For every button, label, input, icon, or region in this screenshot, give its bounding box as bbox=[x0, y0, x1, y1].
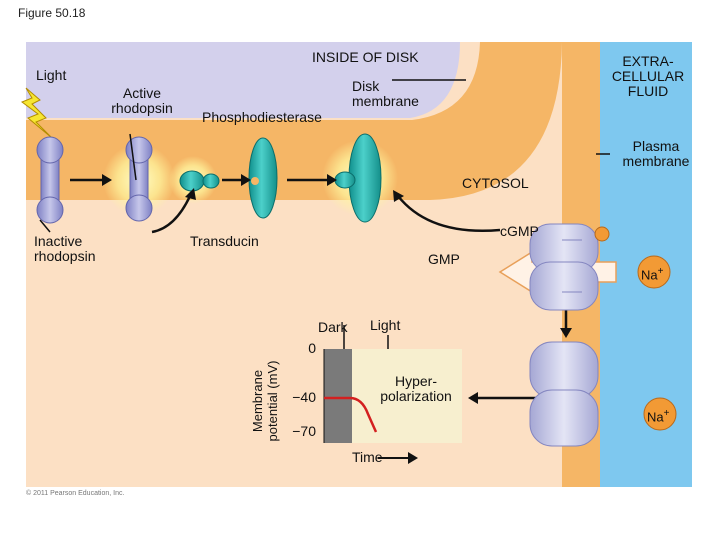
graph-tick-minus70: −70 bbox=[292, 423, 316, 439]
copyright-notice: © 2011 Pearson Education, Inc. bbox=[26, 490, 125, 497]
graph-dark-region bbox=[324, 349, 352, 443]
phosphodiesterase-label: Phosphodiesterase bbox=[202, 109, 322, 125]
graph-tick-minus40: −40 bbox=[292, 389, 316, 405]
na-badge-top bbox=[637, 255, 671, 289]
active-rhodopsin-label: Active rhodopsin bbox=[111, 85, 173, 116]
graph-xlabel: Time bbox=[352, 449, 383, 465]
membrane-trace-line bbox=[324, 396, 378, 433]
transducin-icon bbox=[179, 170, 220, 192]
graph-ylabel: Membrane potential (mV) bbox=[250, 360, 280, 442]
active-rhodopsin-icon bbox=[125, 136, 153, 222]
sodium-channel-open-icon bbox=[529, 223, 599, 311]
graph-dark-label: Dark bbox=[318, 319, 348, 335]
sodium-channel-closed-icon bbox=[529, 341, 599, 447]
light-label: Light bbox=[36, 67, 67, 83]
time-arrowhead bbox=[408, 452, 418, 464]
graph-tick-0: 0 bbox=[308, 340, 316, 356]
inactive-rhodopsin-icon bbox=[36, 136, 64, 224]
inactive-rhodopsin-label: Inactive rhodopsin bbox=[34, 233, 96, 264]
graph-light-region bbox=[352, 349, 462, 443]
figure-label: Figure 50.18 bbox=[18, 6, 86, 20]
na-top-symbol: Na bbox=[641, 267, 658, 283]
pointer-lines bbox=[39, 79, 610, 233]
disk-interior-region bbox=[26, 42, 460, 118]
cytosol-label: CYTOSOL bbox=[462, 175, 529, 191]
na-label-top: Na+ bbox=[641, 264, 663, 282]
membrane-potential-graph bbox=[323, 325, 462, 464]
hyperpolarization-label: Hyper- polarization bbox=[380, 373, 452, 404]
na-bottom-charge: + bbox=[663, 408, 670, 419]
graph-light-label: Light bbox=[370, 317, 401, 333]
cgmp-bound-dot bbox=[594, 226, 610, 242]
inside-of-disk-label: INSIDE OF DISK bbox=[312, 49, 419, 65]
na-badge-bottom bbox=[643, 397, 677, 431]
na-top-charge: + bbox=[657, 266, 664, 277]
disk-membrane-label: Disk membrane bbox=[352, 78, 419, 109]
arrowheads bbox=[102, 174, 572, 404]
extracellular-fluid-label: EXTRA- CELLULAR FLUID bbox=[611, 53, 685, 99]
plasma-membrane-label: Plasma membrane bbox=[622, 138, 690, 169]
cgmp-label: cGMP bbox=[500, 223, 539, 239]
na-bottom-symbol: Na bbox=[647, 409, 664, 425]
phosphodiesterase-active-icon bbox=[334, 133, 382, 223]
gmp-label: GMP bbox=[428, 251, 460, 267]
na-label-bottom: Na+ bbox=[647, 406, 669, 424]
transducin-label: Transducin bbox=[190, 233, 259, 249]
phosphodiesterase-inactive-icon bbox=[248, 137, 278, 219]
